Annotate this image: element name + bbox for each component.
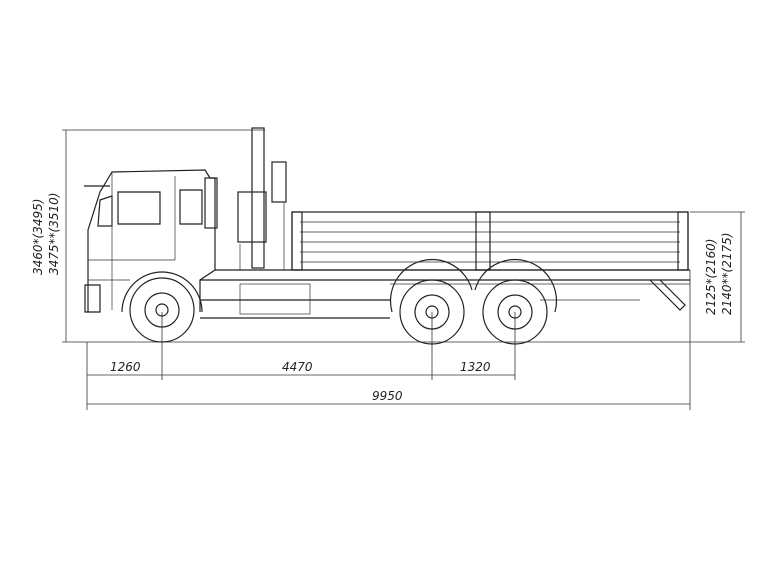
cargo-bed (291, 211, 689, 271)
rear-wheel-2 (482, 279, 548, 345)
rear-axle-spacing-label: 1320 (460, 360, 491, 374)
overall-height-label-2: 3475**(3510) (47, 193, 61, 275)
dimension-lines (62, 129, 745, 410)
overall-height-label-1: 3460*(3495) (31, 199, 45, 275)
bed-height-label-2: 2140**(2175) (720, 233, 734, 315)
front-wheel (121, 271, 203, 343)
bed-height-label-1: 2125*(2160) (704, 239, 718, 315)
chassis (200, 269, 690, 319)
overall-length-label: 9950 (372, 389, 403, 403)
wheelbase-label: 4470 (282, 360, 313, 374)
rear-fenders (389, 258, 558, 313)
rear-wheel-1 (399, 279, 465, 345)
crane (222, 127, 292, 271)
cab (84, 169, 218, 313)
front-overhang-label: 1260 (110, 360, 141, 374)
